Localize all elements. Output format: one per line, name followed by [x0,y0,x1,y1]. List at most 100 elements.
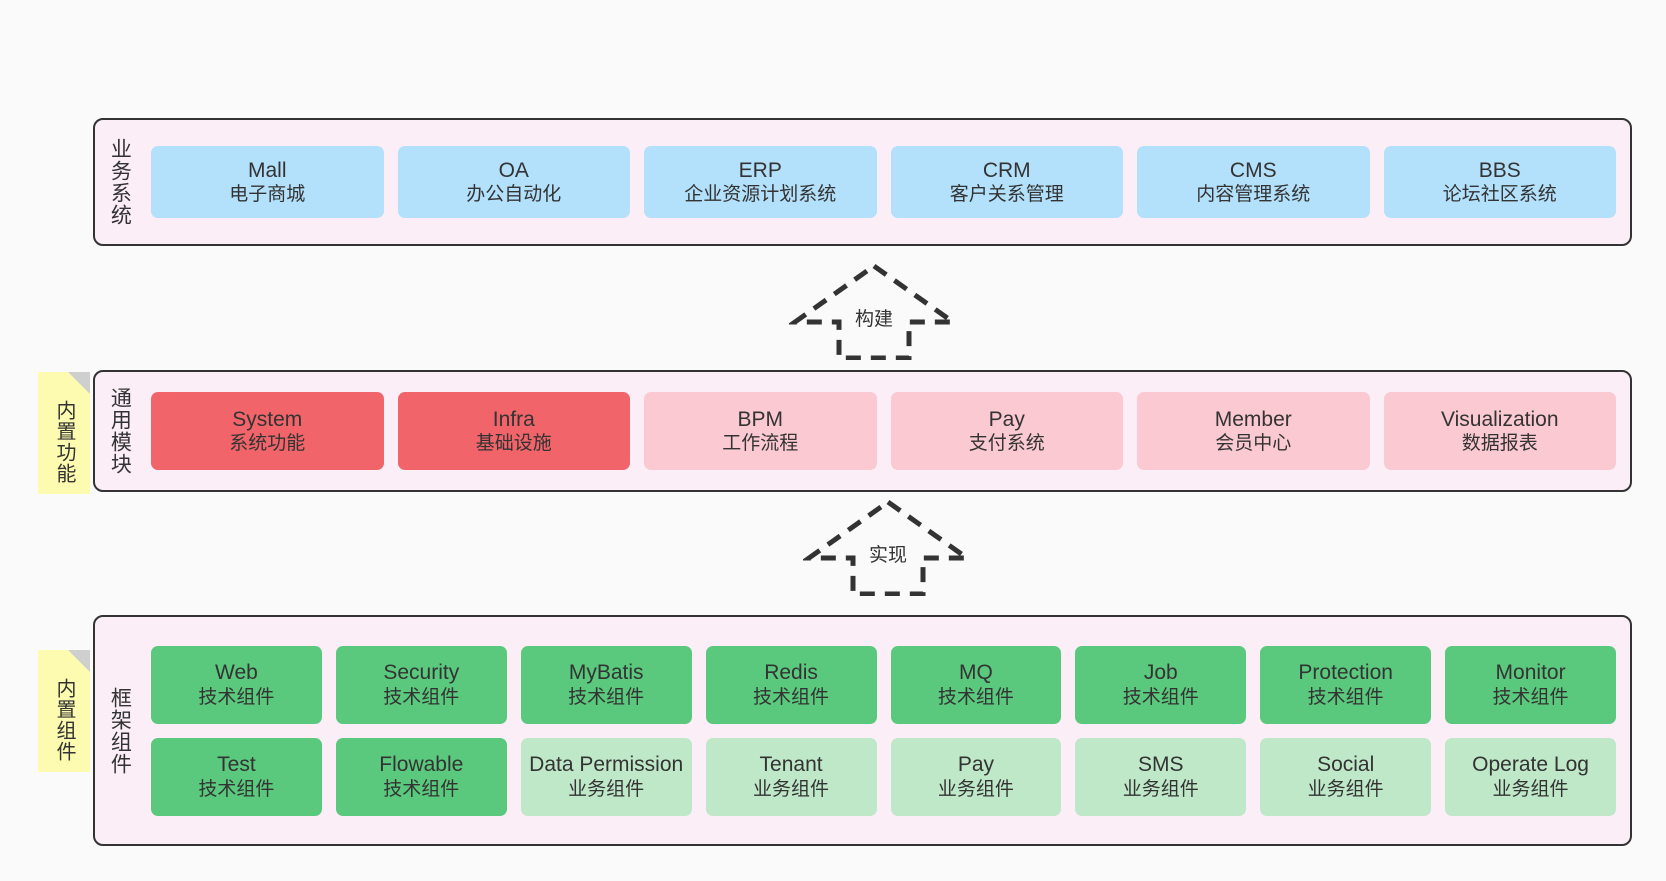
card-sms[interactable]: SMS 业务组件 [1075,737,1247,816]
card-title: Redis [764,661,818,685]
card-subtitle: 业务组件 [1307,778,1384,800]
card-title: Security [383,661,460,685]
card-member[interactable]: Member 会员中心 [1137,392,1370,470]
card-title: Pay [957,753,995,777]
note-fold-icon [68,650,90,672]
card-cms[interactable]: CMS 内容管理系统 [1137,146,1370,218]
card-subtitle: 技术组件 [1122,686,1199,708]
card-subtitle: 业务组件 [753,778,830,800]
card-subtitle: 论坛社区系统 [1442,184,1557,206]
card-title: Mall [247,158,287,182]
connector-realize: 实现 [803,496,973,596]
card-redis[interactable]: Redis 技术组件 [705,645,877,724]
card-title: Visualization [1440,407,1559,431]
card-subtitle: 技术组件 [198,686,275,708]
layer-framework-components: 框架组件 Web 技术组件 Security 技术组件 MyBatis 技术组件… [93,615,1632,846]
note-label: 内置组件 [53,678,75,762]
card-title: Tenant [759,753,823,777]
card-subtitle: 企业资源计划系统 [684,184,837,206]
card-subtitle: 数据报表 [1461,433,1538,455]
card-subtitle: 工作流程 [722,433,799,455]
card-title: OA [498,158,529,182]
card-row: Web 技术组件 Security 技术组件 MyBatis 技术组件 Redi… [151,645,1616,724]
connector-label: 构建 [854,309,893,330]
card-subtitle: 业务组件 [1122,778,1199,800]
card-data-permission[interactable]: Data Permission 业务组件 [520,737,692,816]
card-title: Data Permission [529,753,684,777]
connector-build: 构建 [789,260,959,360]
card-tenant[interactable]: Tenant 业务组件 [705,737,877,816]
card-social[interactable]: Social 业务组件 [1260,737,1432,816]
card-protection[interactable]: Protection 技术组件 [1260,645,1432,724]
card-row: Test 技术组件 Flowable 技术组件 Data Permission … [151,737,1616,816]
layer-title-common: 通用模块 [108,387,132,475]
card-operate-log[interactable]: Operate Log 业务组件 [1445,737,1616,816]
card-title: Monitor [1495,661,1566,685]
layer-title-business: 业务系统 [108,138,132,226]
card-subtitle: 办公自动化 [466,184,562,206]
card-oa[interactable]: OA 办公自动化 [397,146,630,218]
card-subtitle: 系统功能 [229,433,306,455]
layer-business-systems: 业务系统 Mall 电子商城 OA 办公自动化 ERP 企业资源计划系统 CRM… [93,118,1632,246]
card-title: Member [1214,407,1292,431]
card-subtitle: 技术组件 [1492,686,1569,708]
card-subtitle: 基础设施 [475,433,552,455]
card-title: BBS [1478,158,1521,182]
card-row: Mall 电子商城 OA 办公自动化 ERP 企业资源计划系统 CRM 客户关系… [151,146,1616,218]
card-bbs[interactable]: BBS 论坛社区系统 [1383,146,1616,218]
card-subtitle: 业务组件 [568,778,645,800]
card-title: SMS [1138,753,1184,777]
card-subtitle: 技术组件 [753,686,830,708]
note-label: 内置功能 [53,400,75,484]
card-title: Pay [988,407,1025,431]
card-title: MyBatis [568,661,644,685]
card-subtitle: 电子商城 [229,184,306,206]
card-title: BPM [737,407,783,431]
card-monitor[interactable]: Monitor 技术组件 [1445,645,1616,724]
layer-title-frame: 框架组件 [108,686,132,775]
card-subtitle: 技术组件 [383,686,460,708]
layer-body-common: System 系统功能 Infra 基础设施 BPM 工作流程 Pay 支付系统… [143,372,1630,490]
card-crm[interactable]: CRM 客户关系管理 [890,146,1123,218]
card-system[interactable]: System 系统功能 [151,392,384,470]
card-mybatis[interactable]: MyBatis 技术组件 [520,645,692,724]
card-job[interactable]: Job 技术组件 [1075,645,1247,724]
card-erp[interactable]: ERP 企业资源计划系统 [644,146,877,218]
dashed-up-arrow-icon [803,498,973,596]
card-title: Social [1317,753,1375,777]
card-flowable[interactable]: Flowable 技术组件 [335,737,507,816]
card-title: Operate Log [1472,753,1589,777]
card-bpm[interactable]: BPM 工作流程 [644,392,877,470]
card-title: CMS [1229,158,1277,182]
card-subtitle: 支付系统 [968,433,1045,455]
card-subtitle: 内容管理系统 [1196,184,1311,206]
dashed-up-arrow-icon [789,262,959,360]
card-subtitle: 技术组件 [937,686,1014,708]
card-pay[interactable]: Pay 支付系统 [890,392,1123,470]
card-infra[interactable]: Infra 基础设施 [397,392,630,470]
note-fold-icon [68,372,90,394]
card-pay-business[interactable]: Pay 业务组件 [890,737,1062,816]
card-title: Web [215,661,258,685]
card-mall[interactable]: Mall 电子商城 [151,146,384,218]
layer-body-business: Mall 电子商城 OA 办公自动化 ERP 企业资源计划系统 CRM 客户关系… [143,120,1630,244]
card-mq[interactable]: MQ 技术组件 [890,645,1062,724]
card-subtitle: 技术组件 [198,778,275,800]
card-subtitle: 业务组件 [1492,778,1569,800]
card-title: Infra [492,407,535,431]
connector-label: 实现 [868,545,907,566]
card-subtitle: 客户关系管理 [949,184,1064,206]
card-title: MQ [959,661,993,685]
card-title: Test [217,753,256,777]
card-row: System 系统功能 Infra 基础设施 BPM 工作流程 Pay 支付系统… [151,392,1616,470]
card-visualization[interactable]: Visualization 数据报表 [1383,392,1616,470]
card-security[interactable]: Security 技术组件 [335,645,507,724]
layer-common-modules: 通用模块 System 系统功能 Infra 基础设施 BPM 工作流程 Pay… [93,370,1632,492]
card-title: Job [1143,661,1178,685]
card-test[interactable]: Test 技术组件 [151,737,322,816]
card-web[interactable]: Web 技术组件 [151,645,322,724]
card-title: Flowable [379,753,464,777]
card-title: System [232,407,303,431]
note-builtin-component: 内置组件 [38,650,90,772]
